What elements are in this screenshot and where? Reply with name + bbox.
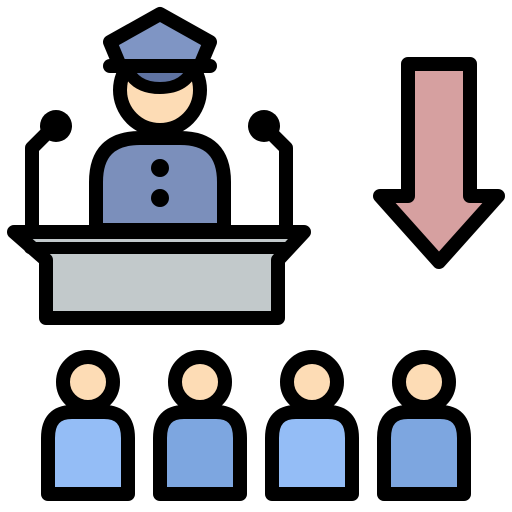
audience-group	[41, 350, 471, 501]
microphone-left-icon	[25, 110, 72, 235]
audience-person-icon	[377, 350, 471, 501]
uniform-button	[151, 189, 169, 207]
podium-icon	[7, 225, 311, 325]
uniform-button	[151, 159, 169, 177]
audience-person-icon	[153, 350, 247, 501]
audience-person-icon	[265, 350, 359, 501]
audience-person-icon	[41, 350, 135, 501]
police-officer-icon	[89, 7, 231, 237]
police-cap-icon	[103, 7, 217, 94]
microphone-right-icon	[248, 110, 293, 235]
down-arrow-icon	[373, 57, 505, 269]
